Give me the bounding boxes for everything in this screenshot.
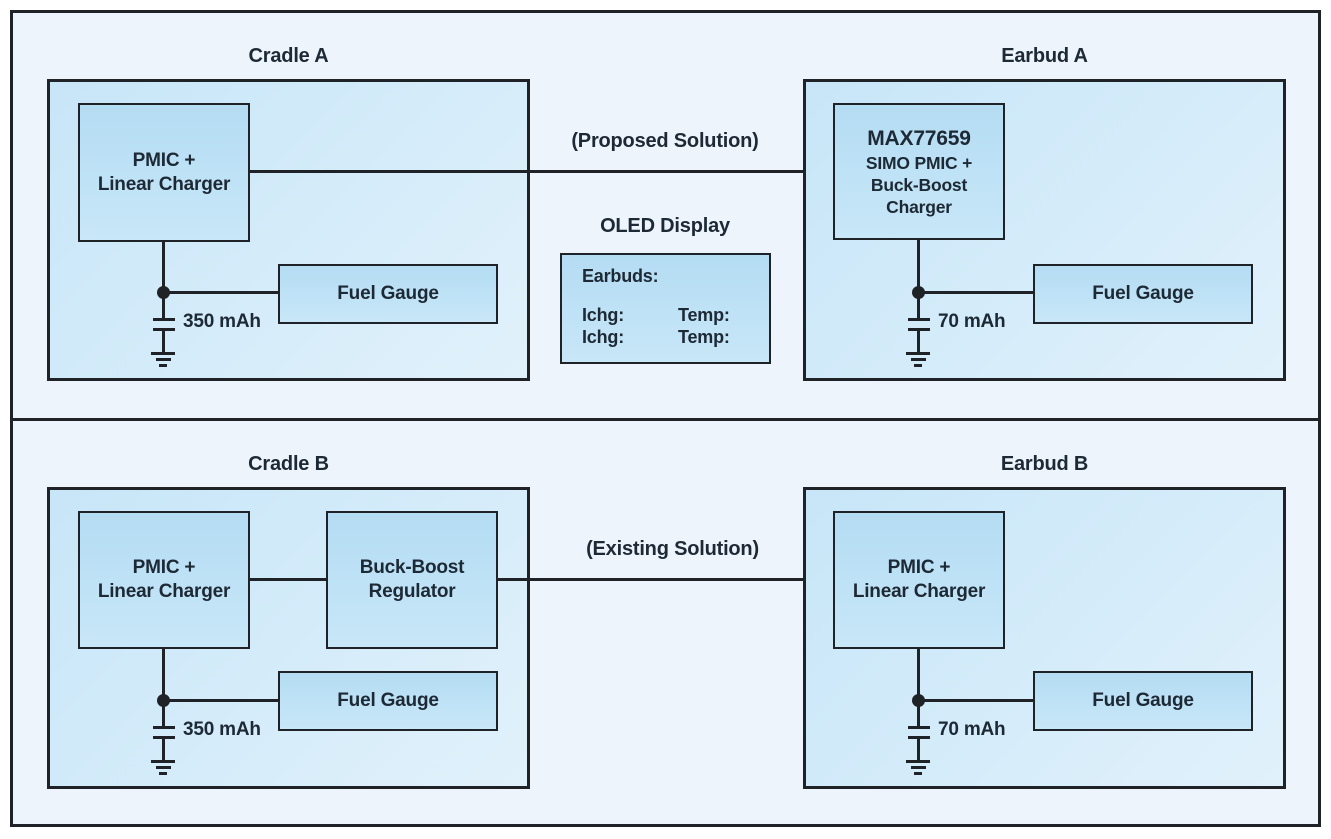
- ground-icon: [151, 352, 177, 367]
- ground-line: [906, 760, 930, 763]
- wire: [917, 649, 920, 726]
- block-label: PMIC +: [132, 149, 196, 171]
- oled-ichg-label: Ichg:: [582, 305, 624, 325]
- block-label: PMIC +: [887, 557, 951, 578]
- battery-plate: [153, 328, 175, 331]
- cradle-a-title: Cradle A: [248, 45, 329, 67]
- fuel-gauge-block: Fuel Gauge: [278, 264, 498, 324]
- buck-boost-regulator-block: Buck-Boost Regulator: [326, 511, 498, 649]
- ground-icon: [906, 760, 932, 775]
- fuel-gauge-block: Fuel Gauge: [1033, 264, 1253, 324]
- ground-line: [159, 364, 167, 367]
- wire: [162, 649, 165, 726]
- block-label: Fuel Gauge: [1092, 283, 1194, 304]
- block-label: Fuel Gauge: [1092, 690, 1194, 711]
- battery-plate: [153, 318, 175, 321]
- battery-plate: [908, 328, 930, 331]
- pmic-linear-charger-block: PMIC + Linear Charger: [833, 511, 1005, 649]
- wire: [919, 291, 1033, 294]
- junction-dot: [912, 694, 925, 707]
- battery-capacity-label: 350 mAh: [183, 719, 261, 740]
- oled-ichg-label: Ichg:: [582, 327, 624, 347]
- battery-plate: [908, 726, 930, 729]
- wire: [917, 240, 920, 318]
- oled-display-box: [560, 253, 771, 364]
- junction-dot: [912, 286, 925, 299]
- battery-icon: [907, 724, 931, 744]
- block-label: Regulator: [368, 581, 456, 602]
- block-label: Buck-Boost: [359, 557, 465, 578]
- block-label: Buck-Boost: [870, 174, 968, 195]
- block-label: Linear Charger: [852, 581, 986, 602]
- wire: [162, 242, 165, 318]
- battery-icon: [152, 316, 176, 336]
- oled-temp-label: Temp:: [678, 327, 730, 347]
- solution-label: (Proposed Solution): [571, 130, 759, 152]
- ground-line: [914, 772, 922, 775]
- chip-name: MAX77659: [867, 126, 971, 150]
- fuel-gauge-block: Fuel Gauge: [278, 671, 498, 731]
- ground-line: [910, 358, 926, 361]
- earbud-b-title: Earbud B: [1000, 453, 1089, 475]
- wire: [917, 331, 920, 352]
- wire: [163, 699, 278, 702]
- battery-capacity-label: 350 mAh: [183, 311, 261, 332]
- block-label: Fuel Gauge: [337, 283, 439, 304]
- oled-heading: Earbuds:: [582, 266, 659, 286]
- battery-plate: [153, 726, 175, 729]
- ground-line: [155, 358, 171, 361]
- wire: [250, 170, 812, 173]
- solution-label: (Existing Solution): [586, 538, 759, 560]
- block-label: Linear Charger: [97, 173, 231, 195]
- battery-plate: [153, 736, 175, 739]
- ground-icon: [151, 760, 177, 775]
- block-label: Charger: [886, 196, 952, 217]
- ground-icon: [906, 352, 932, 367]
- battery-plate: [908, 736, 930, 739]
- battery-icon: [907, 316, 931, 336]
- wire: [919, 699, 1033, 702]
- ground-line: [906, 352, 930, 355]
- ground-line: [155, 766, 171, 769]
- ground-line: [151, 760, 175, 763]
- ground-line: [151, 352, 175, 355]
- wire: [498, 578, 812, 581]
- ground-line: [159, 772, 167, 775]
- battery-capacity-label: 70 mAh: [938, 719, 1006, 740]
- battery-icon: [152, 724, 176, 744]
- wire: [162, 331, 165, 352]
- oled-display-title: OLED Display: [600, 215, 730, 237]
- wire: [250, 578, 326, 581]
- cradle-b-title: Cradle B: [248, 453, 329, 475]
- block-label: PMIC +: [132, 557, 196, 578]
- block-label: Linear Charger: [97, 581, 231, 602]
- battery-capacity-label: 70 mAh: [938, 311, 1006, 332]
- wire: [917, 739, 920, 760]
- block-label: SIMO PMIC +: [865, 152, 973, 173]
- ground-line: [914, 364, 922, 367]
- wire: [162, 739, 165, 760]
- ground-line: [910, 766, 926, 769]
- max77659-simo-pmic-block: MAX77659 SIMO PMIC + Buck-Boost Charger: [833, 103, 1005, 240]
- oled-temp-label: Temp:: [678, 305, 730, 325]
- battery-plate: [908, 318, 930, 321]
- pmic-linear-charger-block: PMIC + Linear Charger: [78, 103, 250, 242]
- fuel-gauge-block: Fuel Gauge: [1033, 671, 1253, 731]
- pmic-linear-charger-block: PMIC + Linear Charger: [78, 511, 250, 649]
- wire: [163, 291, 278, 294]
- block-label: Fuel Gauge: [337, 690, 439, 711]
- earbud-a-title: Earbud A: [1001, 45, 1088, 67]
